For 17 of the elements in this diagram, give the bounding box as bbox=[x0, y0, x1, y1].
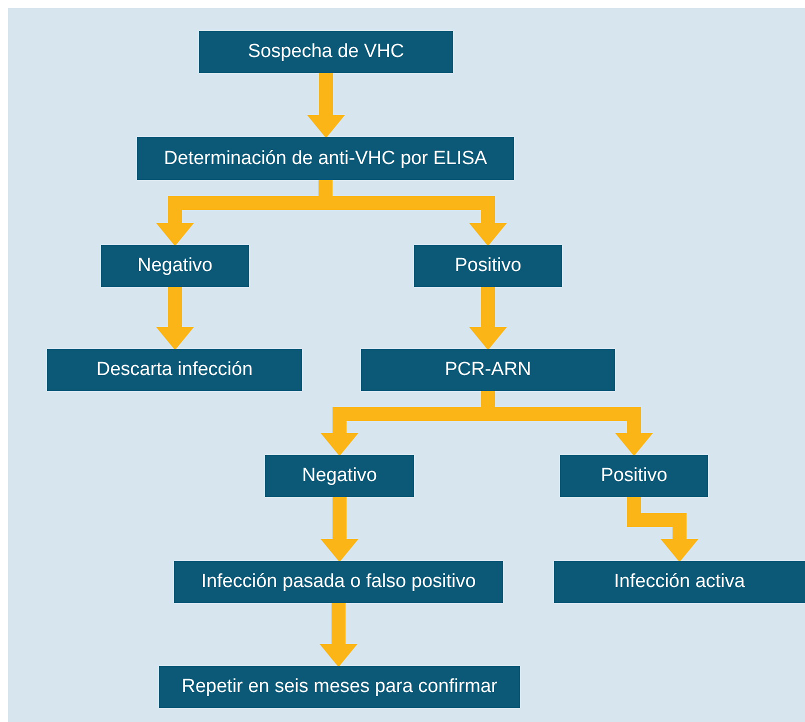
arrow bbox=[627, 497, 698, 562]
process-box: Positivo bbox=[414, 245, 562, 287]
process-box: Sospecha de VHC bbox=[199, 31, 453, 73]
arrow bbox=[469, 287, 507, 350]
process-box: PCR-ARN bbox=[361, 349, 615, 391]
process-box: Negativo bbox=[265, 455, 414, 497]
arrow bbox=[156, 287, 194, 350]
process-box: Descarta infección bbox=[47, 349, 302, 391]
process-box: Infección pasada o falso positivo bbox=[174, 561, 503, 603]
arrow bbox=[307, 73, 345, 138]
process-box: Determinación de anti-VHC por ELISA bbox=[137, 137, 514, 180]
process-box: Positivo bbox=[560, 455, 708, 497]
arrow bbox=[320, 497, 358, 562]
process-box: Repetir en seis meses para confirmar bbox=[159, 666, 520, 708]
process-box: Negativo bbox=[101, 245, 249, 287]
arrow bbox=[320, 603, 358, 668]
process-box: Infección activa bbox=[554, 561, 805, 603]
